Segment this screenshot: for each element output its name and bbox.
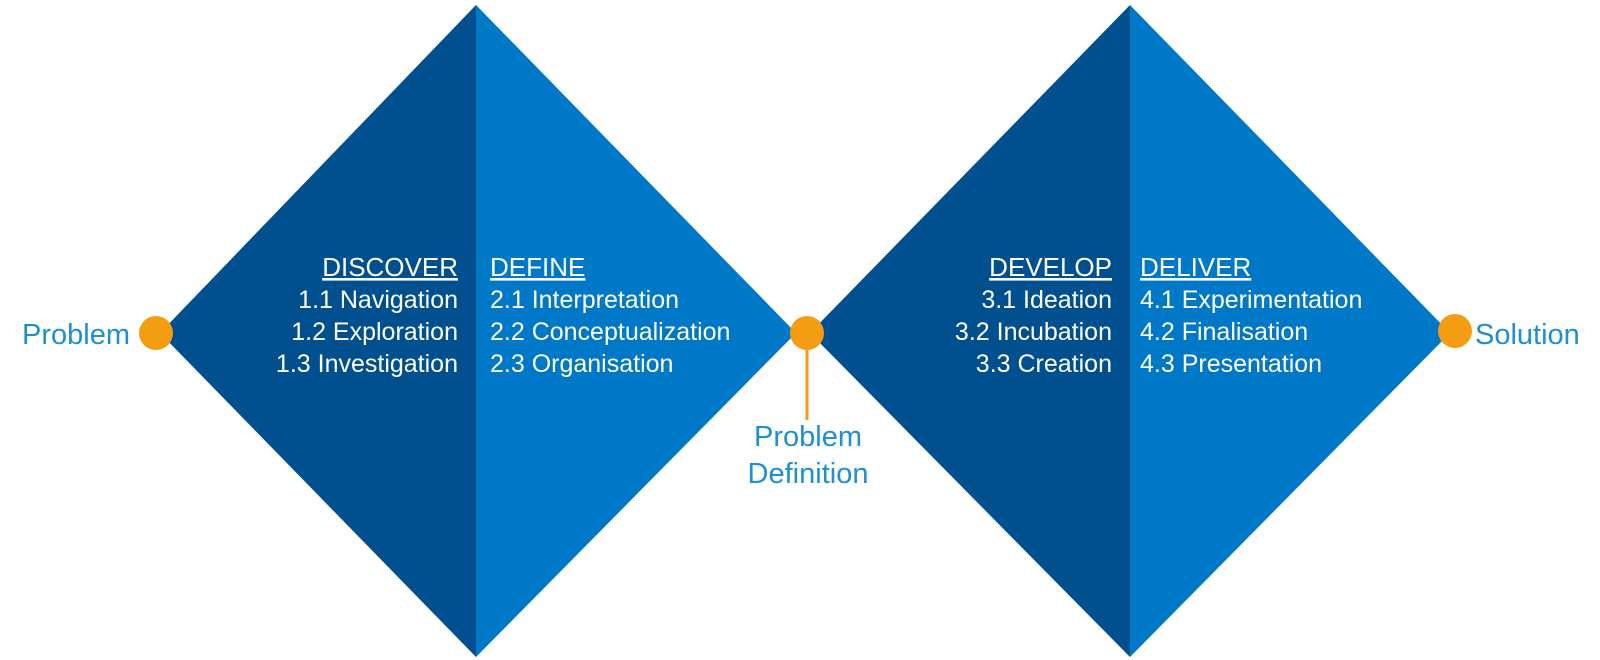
diamond-2 <box>810 5 1450 657</box>
deliver-half <box>1130 5 1450 657</box>
phase-title-develop: DEVELOP <box>989 252 1112 282</box>
phase-develop: DEVELOP 3.1 Ideation 3.2 Incubation 3.3 … <box>955 252 1112 378</box>
phase-title-define: DEFINE <box>490 252 585 282</box>
phase-step-define-3: 2.3 Organisation <box>490 350 673 378</box>
phase-step-deliver-1: 4.1 Experimentation <box>1140 286 1362 314</box>
milestone-label-problem-definition-line2: Definition <box>748 458 869 490</box>
phase-step-deliver-3: 4.3 Presentation <box>1140 350 1322 378</box>
milestone-label-solution: Solution <box>1475 319 1580 351</box>
diamond-1 <box>160 5 796 657</box>
phase-discover: DISCOVER 1.1 Navigation 1.2 Exploration … <box>276 252 458 378</box>
phase-step-discover-1: 1.1 Navigation <box>298 286 458 314</box>
phase-step-discover-2: 1.2 Exploration <box>291 318 458 346</box>
phase-step-define-2: 2.2 Conceptualization <box>490 318 730 346</box>
phase-step-develop-2: 3.2 Incubation <box>955 318 1112 346</box>
phase-step-deliver-2: 4.2 Finalisation <box>1140 318 1308 346</box>
phase-title-discover: DISCOVER <box>322 252 458 282</box>
milestone-label-problem-definition-line1: Problem <box>754 421 862 453</box>
phase-step-discover-3: 1.3 Investigation <box>276 350 458 378</box>
phase-deliver: DELIVER 4.1 Experimentation 4.2 Finalisa… <box>1140 252 1362 378</box>
phase-define: DEFINE 2.1 Interpretation 2.2 Conceptual… <box>490 252 730 378</box>
milestone-label-problem: Problem <box>22 319 130 351</box>
milestone-dot-solution <box>1438 314 1472 348</box>
phase-step-develop-3: 3.3 Creation <box>976 350 1112 378</box>
develop-half <box>810 5 1130 657</box>
phase-title-deliver: DELIVER <box>1140 252 1251 282</box>
milestone-dot-problem <box>139 316 173 350</box>
phase-step-define-1: 2.1 Interpretation <box>490 286 679 314</box>
phase-step-develop-1: 3.1 Ideation <box>981 286 1112 314</box>
discover-half <box>160 5 476 657</box>
define-half <box>476 5 796 657</box>
milestone-dot-problem-definition <box>790 316 824 350</box>
